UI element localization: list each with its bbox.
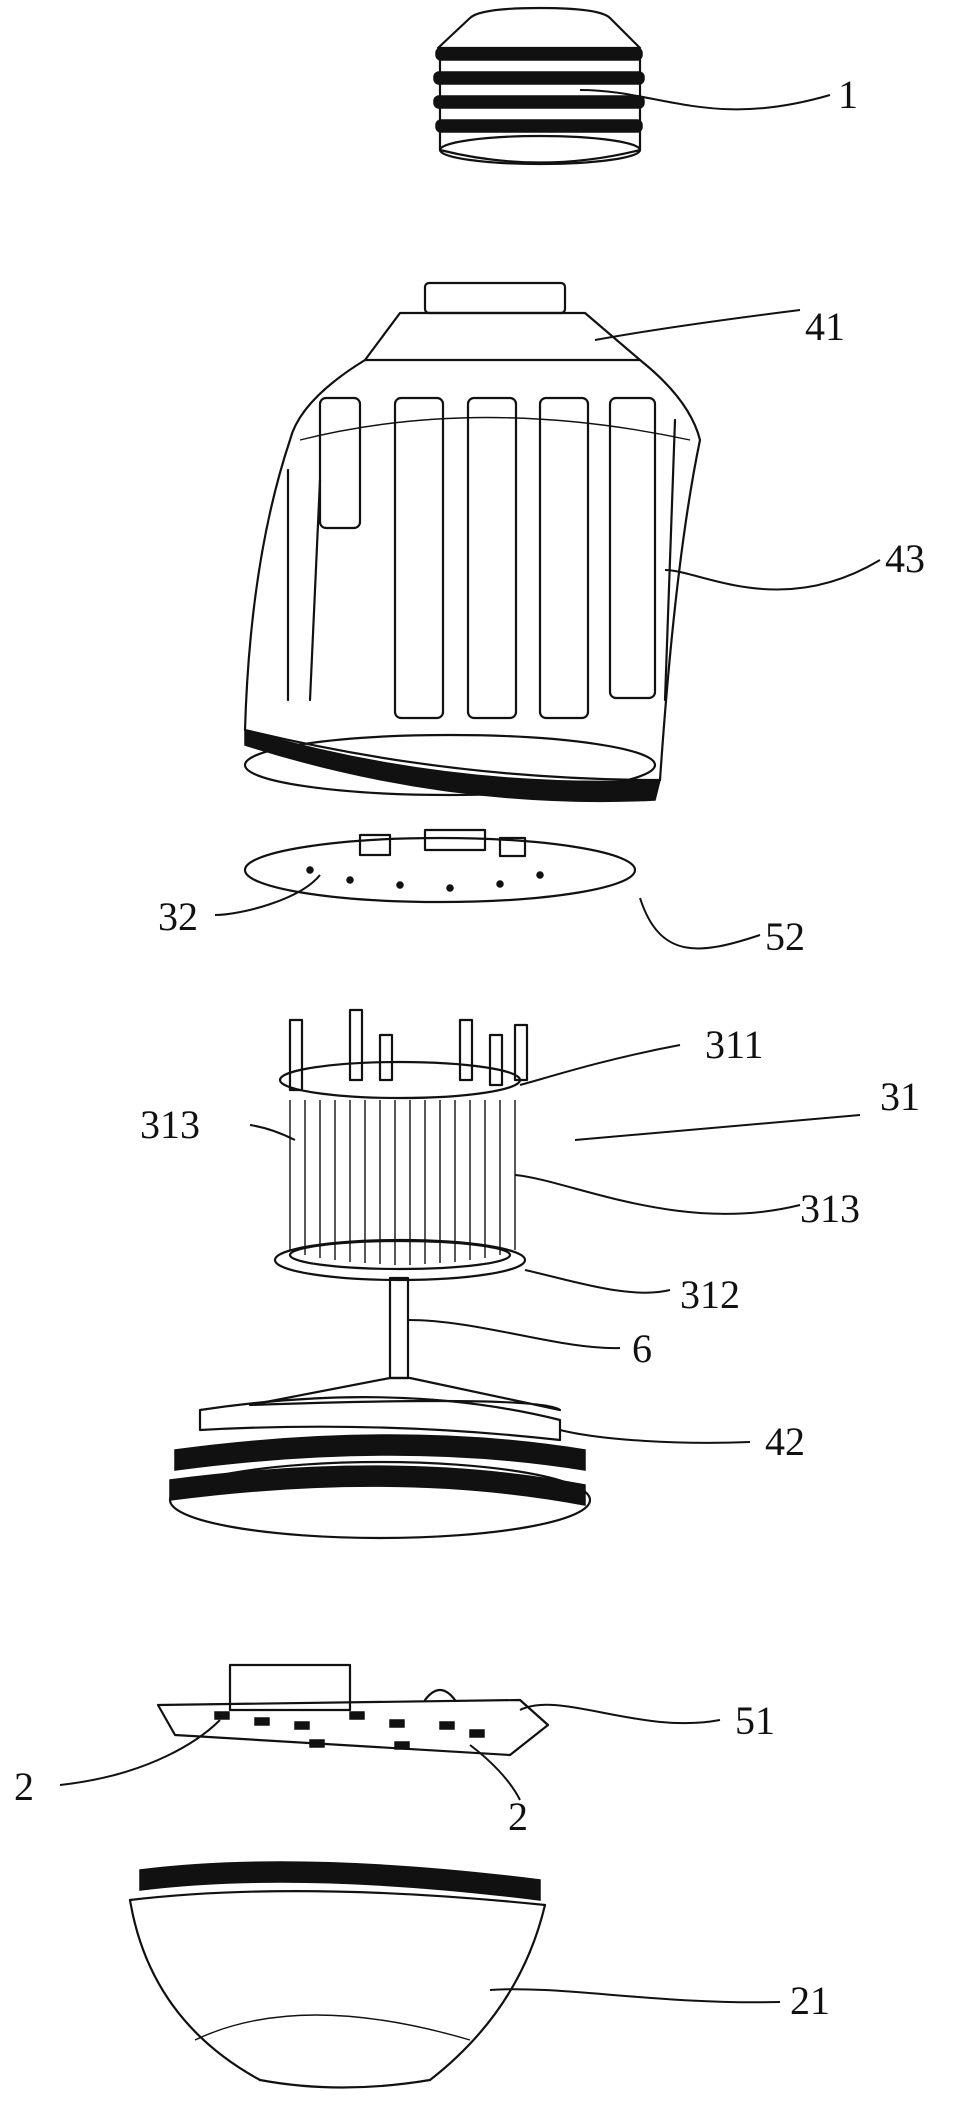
label-2-right: 2 — [508, 1794, 528, 1839]
led-board-part-51 — [158, 1665, 548, 1755]
label-312: 312 — [680, 1272, 740, 1317]
label-21: 21 — [790, 1978, 830, 2023]
label-31: 31 — [880, 1074, 920, 1119]
lower-housing-part-42 — [170, 1378, 590, 1538]
label-32: 32 — [158, 894, 198, 939]
upper-housing-part-41-43 — [245, 283, 700, 801]
dome-lens-part-21 — [130, 1862, 545, 2088]
label-313-left: 313 — [140, 1102, 200, 1147]
label-313-right: 313 — [800, 1186, 860, 1231]
label-43: 43 — [885, 536, 925, 581]
label-51: 51 — [735, 1698, 775, 1743]
label-6: 6 — [632, 1326, 652, 1371]
label-52: 52 — [765, 914, 805, 959]
label-2-left: 2 — [14, 1764, 34, 1809]
screw-base-part-1 — [434, 8, 644, 164]
plate-part-32-52 — [245, 830, 635, 902]
fin-cage-part-31 — [275, 1010, 527, 1378]
label-311: 311 — [705, 1022, 764, 1067]
label-41: 41 — [805, 304, 845, 349]
label-42: 42 — [765, 1419, 805, 1464]
label-1: 1 — [838, 72, 858, 117]
